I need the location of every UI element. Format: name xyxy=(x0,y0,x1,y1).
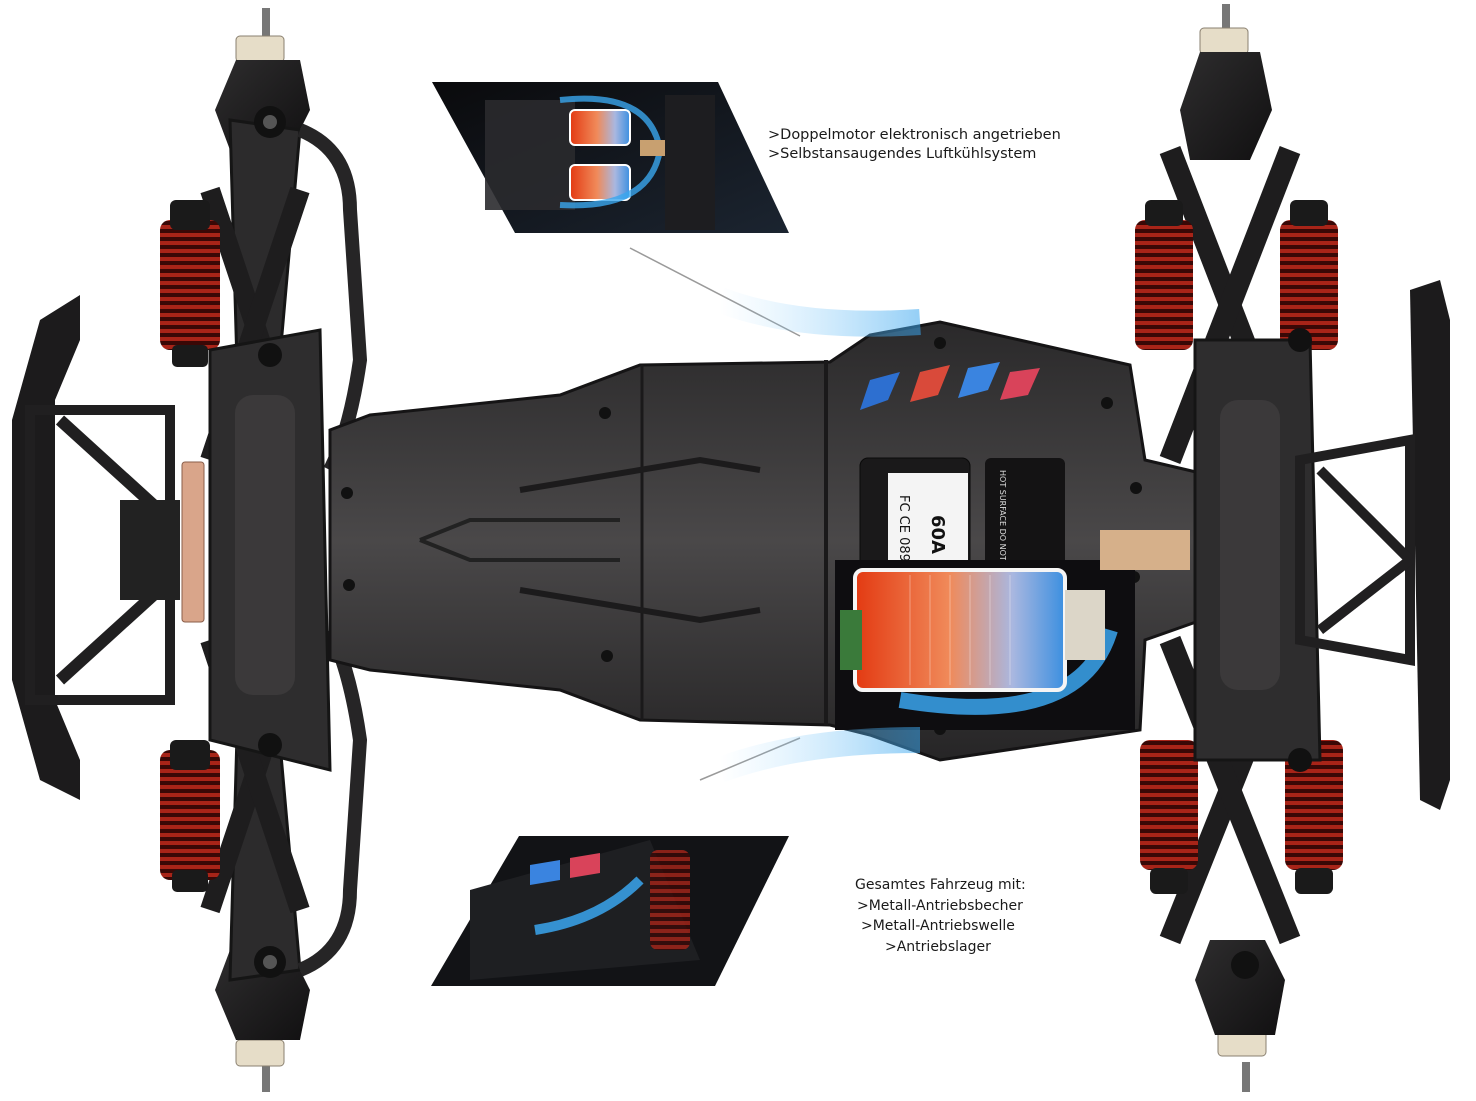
motor-cutaway xyxy=(835,530,1190,730)
rear-bumper xyxy=(1295,280,1450,810)
front-shock-lower xyxy=(160,740,220,892)
callout-top-line-2: >Selbstansaugendes Luftkühlsystem xyxy=(768,146,1037,162)
callout-bottom-line-4: >Antriebslager xyxy=(885,938,991,955)
esc-cert: FC CE 0890 xyxy=(896,495,911,570)
front-shock-upper xyxy=(160,200,220,367)
front-bumper xyxy=(12,295,180,800)
feature-callout-motor: >Doppelmotor elektronisch angetrieben >S… xyxy=(768,126,1061,164)
callout-top-line-1: >Doppelmotor elektronisch angetrieben xyxy=(768,127,1061,143)
esc-rating: 60A xyxy=(927,515,948,554)
inset-top-motor-detail xyxy=(432,82,789,233)
air-vents xyxy=(860,362,1040,410)
callout-bottom-line-1: Gesamtes Fahrzeug mit: xyxy=(855,877,1026,893)
leader-lines xyxy=(629,247,921,783)
inset-bottom-air-detail xyxy=(431,836,789,986)
rear-shock-lower-left xyxy=(1140,740,1198,894)
callout-bottom-line-2: >Metall-Antriebsbecher xyxy=(857,897,1023,914)
feature-callout-drivetrain: Gesamtes Fahrzeug mit: >Metall-Antriebsb… xyxy=(830,875,1026,957)
rear-shock-upper-left xyxy=(1135,200,1193,350)
callout-bottom-line-3: >Metall-Antriebswelle xyxy=(861,918,1015,934)
esc-warning: HOT SURFACE DO NOT TOUCH xyxy=(998,470,1007,592)
esc-module: 60A FC CE 0890 HOT SURFACE DO NOT TOUCH xyxy=(859,457,1065,592)
rear-shock-upper-right xyxy=(1280,200,1338,350)
rear-shock-lower-right xyxy=(1285,740,1343,894)
rear-suspension xyxy=(1135,4,1343,1092)
main-chassis: 60A FC CE 0890 HOT SURFACE DO NOT TOUCH xyxy=(328,320,1232,762)
front-suspension xyxy=(160,8,368,1092)
